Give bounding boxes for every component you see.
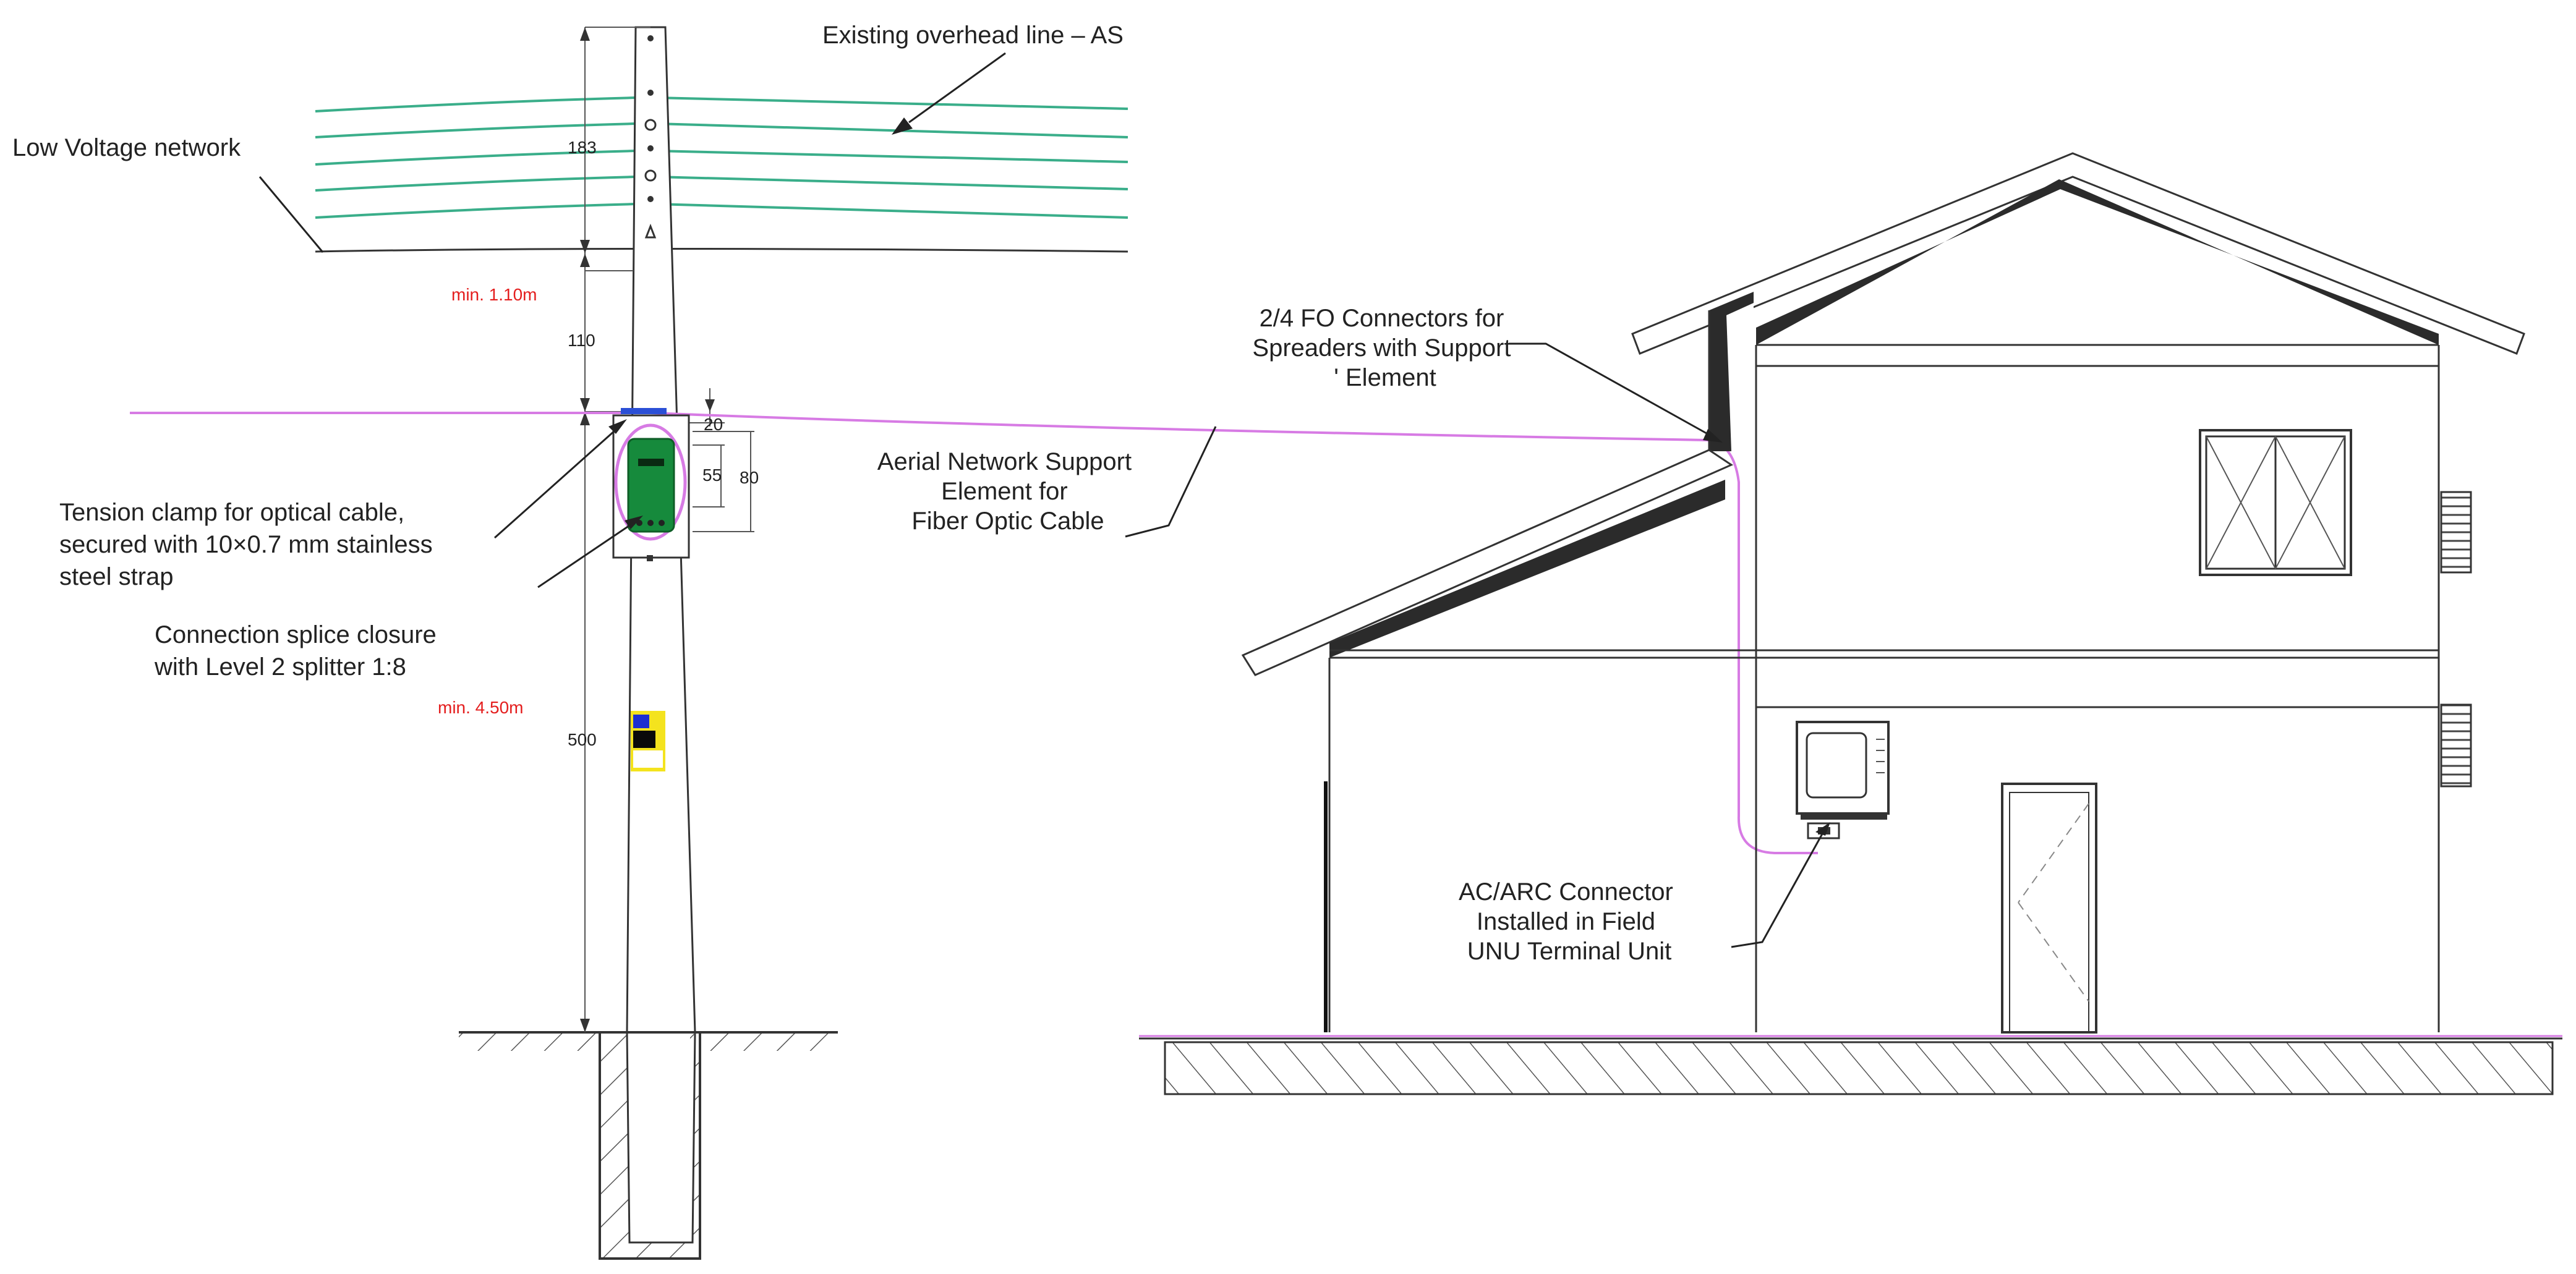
pole-dimensions: 183 110 500 20 80 55	[568, 27, 759, 1032]
splice-closure	[612, 408, 690, 561]
label-splice-closure-line-1: Connection splice closure	[155, 621, 437, 648]
label-tension-clamp-line-3: steel strap	[59, 563, 174, 590]
label-aerial-support-line-3: Fiber Optic Cable	[911, 507, 1104, 535]
conductor	[315, 150, 1128, 166]
dim-110: 110	[568, 331, 595, 350]
dim-55: 55	[702, 465, 722, 485]
dim-183: 183	[568, 138, 597, 157]
ground-line-left	[459, 1031, 838, 1051]
label-fo-connectors-line-3: ' Element	[1334, 364, 1436, 391]
label-existing-overhead-line: Existing overhead line – AS	[822, 22, 1124, 49]
conductor	[315, 203, 1128, 219]
label-min-clearance-ground: min. 4.50m	[438, 698, 524, 717]
label-tension-clamp: Tension clamp for optical cable, secured…	[59, 499, 440, 590]
label-acarc-connector-line-1: AC/ARC Connector	[1459, 878, 1673, 906]
dim-500: 500	[568, 730, 597, 749]
label-min-clearance-top: min. 1.10m	[451, 285, 537, 304]
label-tension-clamp-line-2: secured with 10×0.7 mm stainless	[59, 531, 433, 558]
pole-sign	[631, 711, 665, 771]
conductor	[315, 176, 1128, 192]
ground-line-right	[1139, 1037, 2562, 1095]
label-splice-closure: Connection splice closure with Level 2 s…	[154, 621, 443, 681]
conductor	[315, 122, 1128, 138]
label-low-voltage-network: Low Voltage network	[12, 134, 241, 161]
label-splice-closure-line-2: with Level 2 splitter 1:8	[154, 653, 406, 681]
label-acarc-connector: AC/ARC Connector Installed in Field UNU …	[1459, 878, 1680, 965]
label-aerial-support-line-1: Aerial Network Support	[877, 448, 1132, 475]
label-acarc-connector-line-3: UNU Terminal Unit	[1467, 938, 1671, 965]
overhead-conductors	[315, 96, 1128, 253]
house	[1241, 152, 2525, 1034]
label-fo-connectors: 2/4 FO Connectors for Spreaders with Sup…	[1252, 305, 1517, 391]
label-fo-connectors-line-2: Spreaders with Support	[1252, 334, 1511, 362]
label-aerial-support: Aerial Network Support Element for Fiber…	[877, 448, 1138, 535]
conductor	[315, 96, 1128, 113]
dim-20: 20	[704, 415, 723, 434]
label-aerial-support-line-2: Element for	[941, 478, 1068, 505]
utility-pole	[599, 26, 701, 1260]
leader-lines	[258, 52, 1830, 948]
label-tension-clamp-line-1: Tension clamp for optical cable,	[59, 499, 404, 526]
dim-80: 80	[740, 468, 759, 487]
label-acarc-connector-line-2: Installed in Field	[1477, 908, 1655, 935]
label-fo-connectors-line-1: 2/4 FO Connectors for	[1260, 305, 1504, 332]
fiber-optic-cable	[130, 412, 2562, 1037]
